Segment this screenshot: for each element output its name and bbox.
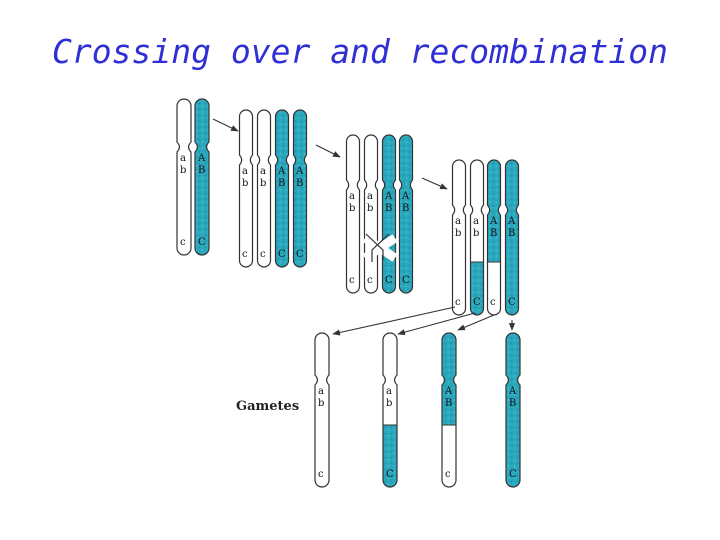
gene-label: b [260, 178, 266, 189]
gene-label: b [367, 203, 373, 214]
arrow [421, 177, 448, 190]
chromatid-teal-1: AB C [274, 109, 290, 268]
gene-label: B [509, 398, 516, 409]
gamete-recombinant-1: abC [382, 332, 398, 488]
gene-label: B [278, 178, 285, 189]
chromatid-white-4: ab c [363, 134, 379, 294]
gene-label: C [278, 249, 286, 260]
gene-label: c [318, 469, 324, 480]
arrow [332, 306, 456, 336]
gene-label: B [508, 228, 515, 239]
gene-label: C [402, 275, 410, 286]
gene-label: B [402, 203, 409, 214]
chromatid-white-3: ab c [345, 134, 361, 294]
gene-label: a [455, 216, 461, 227]
gene-label: c [242, 249, 248, 260]
gene-label: c [349, 275, 355, 286]
gene-label: c [180, 237, 186, 248]
gene-label: b [455, 228, 461, 239]
gene-label: a [349, 191, 355, 202]
gene-label: B [490, 228, 497, 239]
gene-label: c [367, 275, 373, 286]
gene-label: A [489, 216, 498, 227]
gene-label: a [180, 153, 186, 164]
gene-label: C [473, 297, 481, 308]
gene-label: A [507, 216, 516, 227]
gene-label: C [509, 469, 517, 480]
gene-label: a [260, 166, 266, 177]
chromatid-teal-3: AB C [381, 134, 397, 294]
arrow [212, 118, 239, 132]
gene-label: C [386, 469, 394, 480]
gene-label: A [401, 191, 410, 202]
gene-label: c [455, 297, 461, 308]
gene-label: A [295, 166, 304, 177]
chromatid-recombinant-1: abC [469, 159, 485, 316]
arrows [212, 118, 516, 336]
gene-label: C [198, 237, 206, 248]
homolog-teal: AB C [194, 98, 210, 256]
gene-label: c [260, 249, 266, 260]
chromatid-white-5: ab c [451, 159, 467, 316]
gene-label: B [198, 165, 205, 176]
gene-label: B [445, 398, 452, 409]
chromatid-teal-5: AB C [504, 159, 520, 316]
crossover-point [362, 233, 398, 262]
gene-label: b [180, 165, 186, 176]
gene-label: A [197, 153, 206, 164]
gene-label: c [445, 469, 451, 480]
slide-title: Crossing over and recombination [52, 32, 668, 71]
gene-label: A [277, 166, 286, 177]
chromatid-teal-2: AB C [292, 109, 308, 268]
gene-label: a [318, 386, 324, 397]
gene-label: C [508, 297, 516, 308]
arrow [457, 314, 495, 331]
gene-label: b [473, 228, 479, 239]
gene-label: a [473, 216, 479, 227]
gene-label: b [349, 203, 355, 214]
chromatid-teal-4: AB C [398, 134, 414, 294]
gamete-teal: AB C [505, 332, 521, 488]
arrow [315, 144, 341, 158]
chromatid-white-1: ab c [238, 109, 254, 268]
gene-label: a [386, 386, 392, 397]
chromatid-recombinant-2: ABc [486, 159, 502, 316]
gene-label: c [490, 297, 496, 308]
gene-label: a [242, 166, 248, 177]
gene-label: B [296, 178, 303, 189]
gametes-label: Gametes [236, 399, 299, 414]
gene-label: A [444, 386, 453, 397]
gene-label: A [384, 191, 393, 202]
gene-label: C [385, 275, 393, 286]
gene-label: a [367, 191, 373, 202]
gene-label: A [508, 386, 517, 397]
gamete-recombinant-2: ABc [441, 332, 457, 488]
arrow [397, 312, 476, 336]
gene-label: b [318, 398, 324, 409]
gene-label: C [296, 249, 304, 260]
gene-label: b [386, 398, 392, 409]
gamete-white: ab c [314, 332, 330, 488]
gene-label: b [242, 178, 248, 189]
homolog-white: ab c [176, 98, 192, 256]
chromatid-white-2: ab c [256, 109, 272, 268]
gene-label: B [385, 203, 392, 214]
